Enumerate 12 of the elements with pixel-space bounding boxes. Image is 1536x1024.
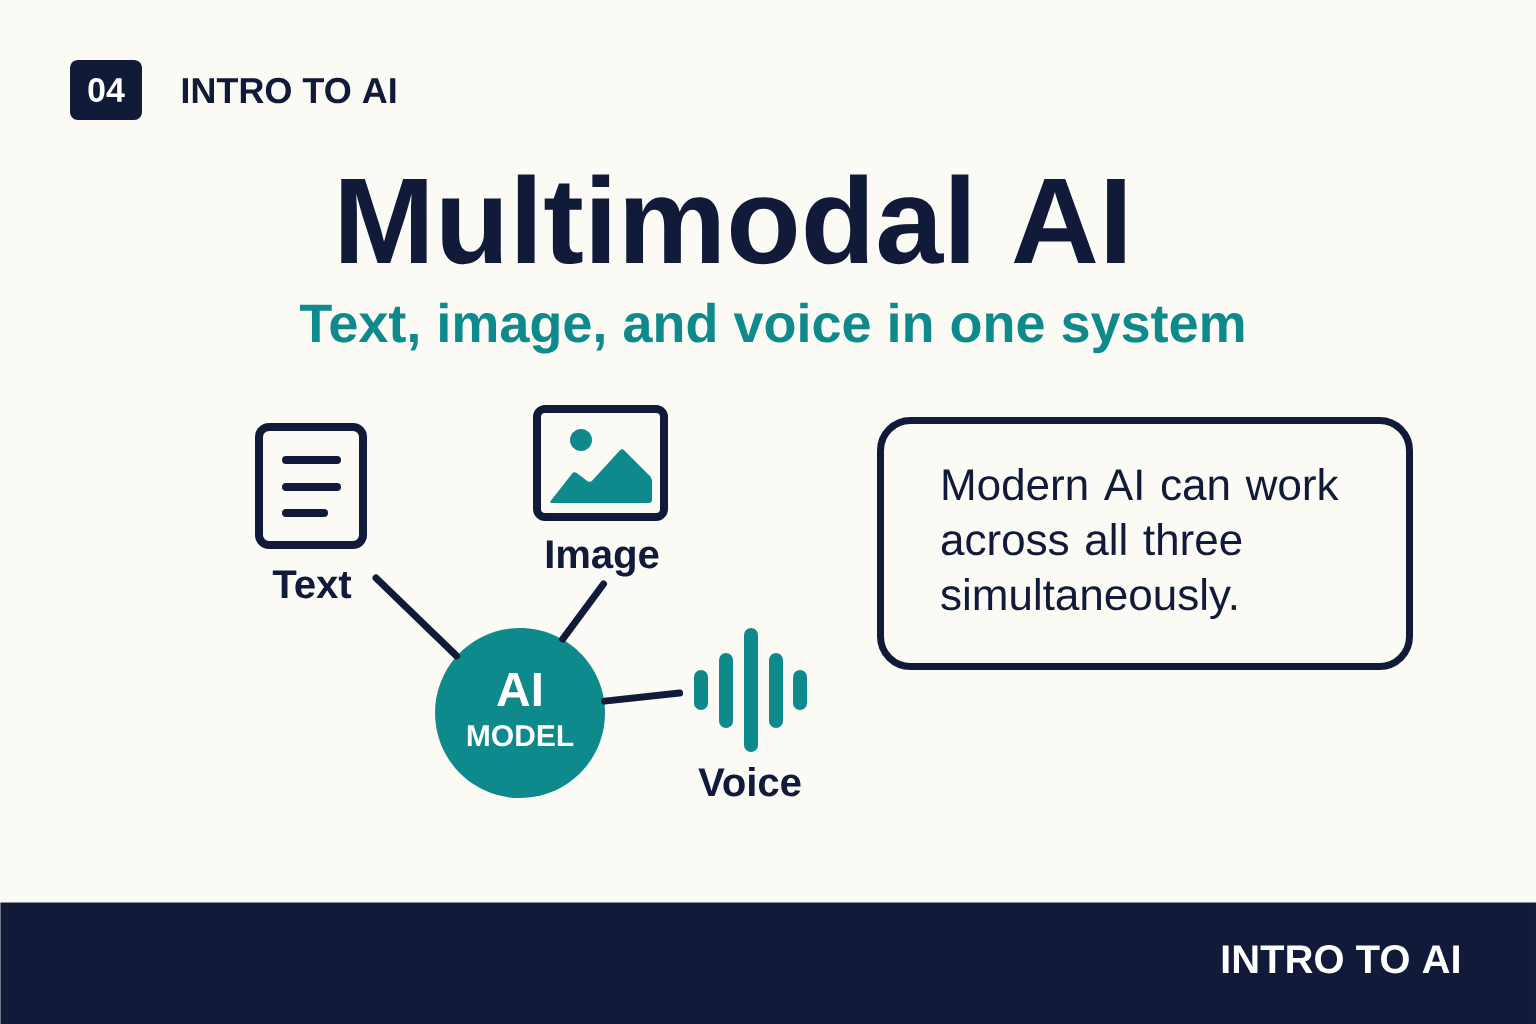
- icon-label: Image: [546, 540, 659, 577]
- text-box: Modern AI can work across all three simultaneously.: [877, 417, 1413, 670]
- title: Multimodal AI: [341, 174, 1125, 265]
- icon-label: Voice: [698, 767, 801, 797]
- subtitle: Text, image, and voice in one system: [299, 302, 1244, 354]
- connector-line: [372, 574, 461, 660]
- connector-line: [559, 580, 607, 643]
- section-label: INTRO TO AI: [182, 77, 396, 104]
- number-badge: 04: [70, 60, 142, 120]
- footer-band: INTRO TO AI: [0, 902, 1536, 1024]
- icon-label: Text: [272, 570, 352, 599]
- connector-line: [601, 689, 684, 705]
